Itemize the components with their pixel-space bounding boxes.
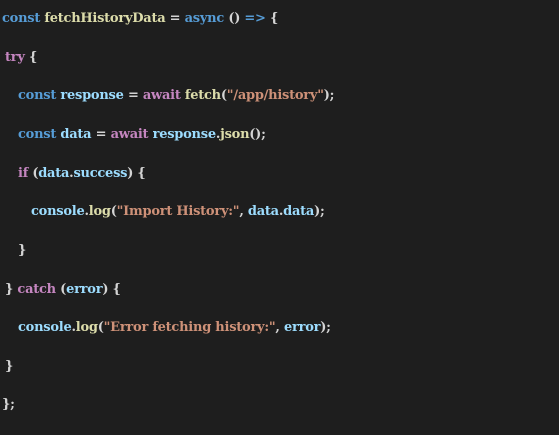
keyword-const: const <box>18 127 57 142</box>
paren-close: ) <box>127 166 134 181</box>
assign-operator: = <box>127 88 139 103</box>
keyword-const: const <box>18 88 57 103</box>
function-fetch: fetch <box>184 88 221 103</box>
code-line-5: if (data.success) { <box>0 163 146 185</box>
paren-open: ( <box>110 204 117 219</box>
paren-open: ( <box>220 88 227 103</box>
function-json: json <box>220 127 250 142</box>
function-name: fetchHistoryData <box>44 11 166 26</box>
paren-open: ( <box>60 282 67 297</box>
object-console: console <box>31 204 85 219</box>
keyword-await: await <box>142 88 181 103</box>
paren-close: ); <box>314 204 325 219</box>
brace-open: { <box>269 11 279 26</box>
code-line-11: }; <box>0 394 15 416</box>
variable-response: response <box>60 88 124 103</box>
assign-operator: = <box>169 11 181 26</box>
code-line-9: console.log("Error fetching history:", e… <box>0 317 331 339</box>
dot: . <box>84 204 90 219</box>
dot: . <box>69 166 74 181</box>
function-log: log <box>75 320 98 335</box>
code-line-6: console.log("Import History:", data.data… <box>0 201 325 223</box>
code-line-7: } <box>0 240 26 262</box>
comma: , <box>239 204 244 219</box>
variable-data: data <box>60 127 92 142</box>
keyword-catch: catch <box>17 282 56 297</box>
dot: . <box>215 127 221 142</box>
code-line-4: const data = await response.json(); <box>0 124 266 146</box>
property-success: success <box>73 166 128 181</box>
code-line-2: try { <box>0 47 37 69</box>
brace-open: { <box>137 166 146 181</box>
arrow-operator: => <box>244 11 266 26</box>
keyword-await: await <box>110 127 149 142</box>
params-parens: () <box>228 11 241 26</box>
paren-close: ); <box>323 88 335 103</box>
code-line-1: const fetchHistoryData = async () => { <box>0 8 278 30</box>
object-data: data <box>38 166 70 181</box>
object-console: console <box>18 320 72 335</box>
paren-open: ( <box>97 320 104 335</box>
dot: . <box>278 204 284 219</box>
paren-open: ( <box>32 166 39 181</box>
object-data: data <box>247 204 279 219</box>
assign-operator: = <box>95 127 107 142</box>
property-data: data <box>283 204 315 219</box>
paren-close: ) <box>102 282 109 297</box>
keyword-async: async <box>184 11 225 26</box>
brace-open: { <box>112 282 121 297</box>
paren-close: ); <box>320 320 331 335</box>
string-message: "Error fetching history:" <box>103 320 276 335</box>
variable-error: error <box>283 320 321 335</box>
comma: , <box>275 320 280 335</box>
keyword-if: if <box>18 166 29 181</box>
variable-error: error <box>66 282 103 297</box>
brace-close: } <box>18 243 27 258</box>
brace-open: { <box>28 50 38 65</box>
keyword-try: try <box>5 50 25 65</box>
code-line-10: } <box>0 356 13 378</box>
function-log: log <box>88 204 111 219</box>
string-message: "Import History:" <box>116 204 240 219</box>
object-response: response <box>152 127 217 142</box>
dot: . <box>71 320 77 335</box>
string-url: "/app/history" <box>226 88 324 103</box>
keyword-const: const <box>2 11 41 26</box>
brace-close: } <box>5 359 14 374</box>
brace-close: }; <box>2 397 15 412</box>
code-line-3: const response = await fetch("/app/histo… <box>0 85 334 107</box>
code-line-8: } catch (error) { <box>0 279 121 301</box>
brace-close: } <box>5 282 14 297</box>
call-end: (); <box>249 127 266 142</box>
